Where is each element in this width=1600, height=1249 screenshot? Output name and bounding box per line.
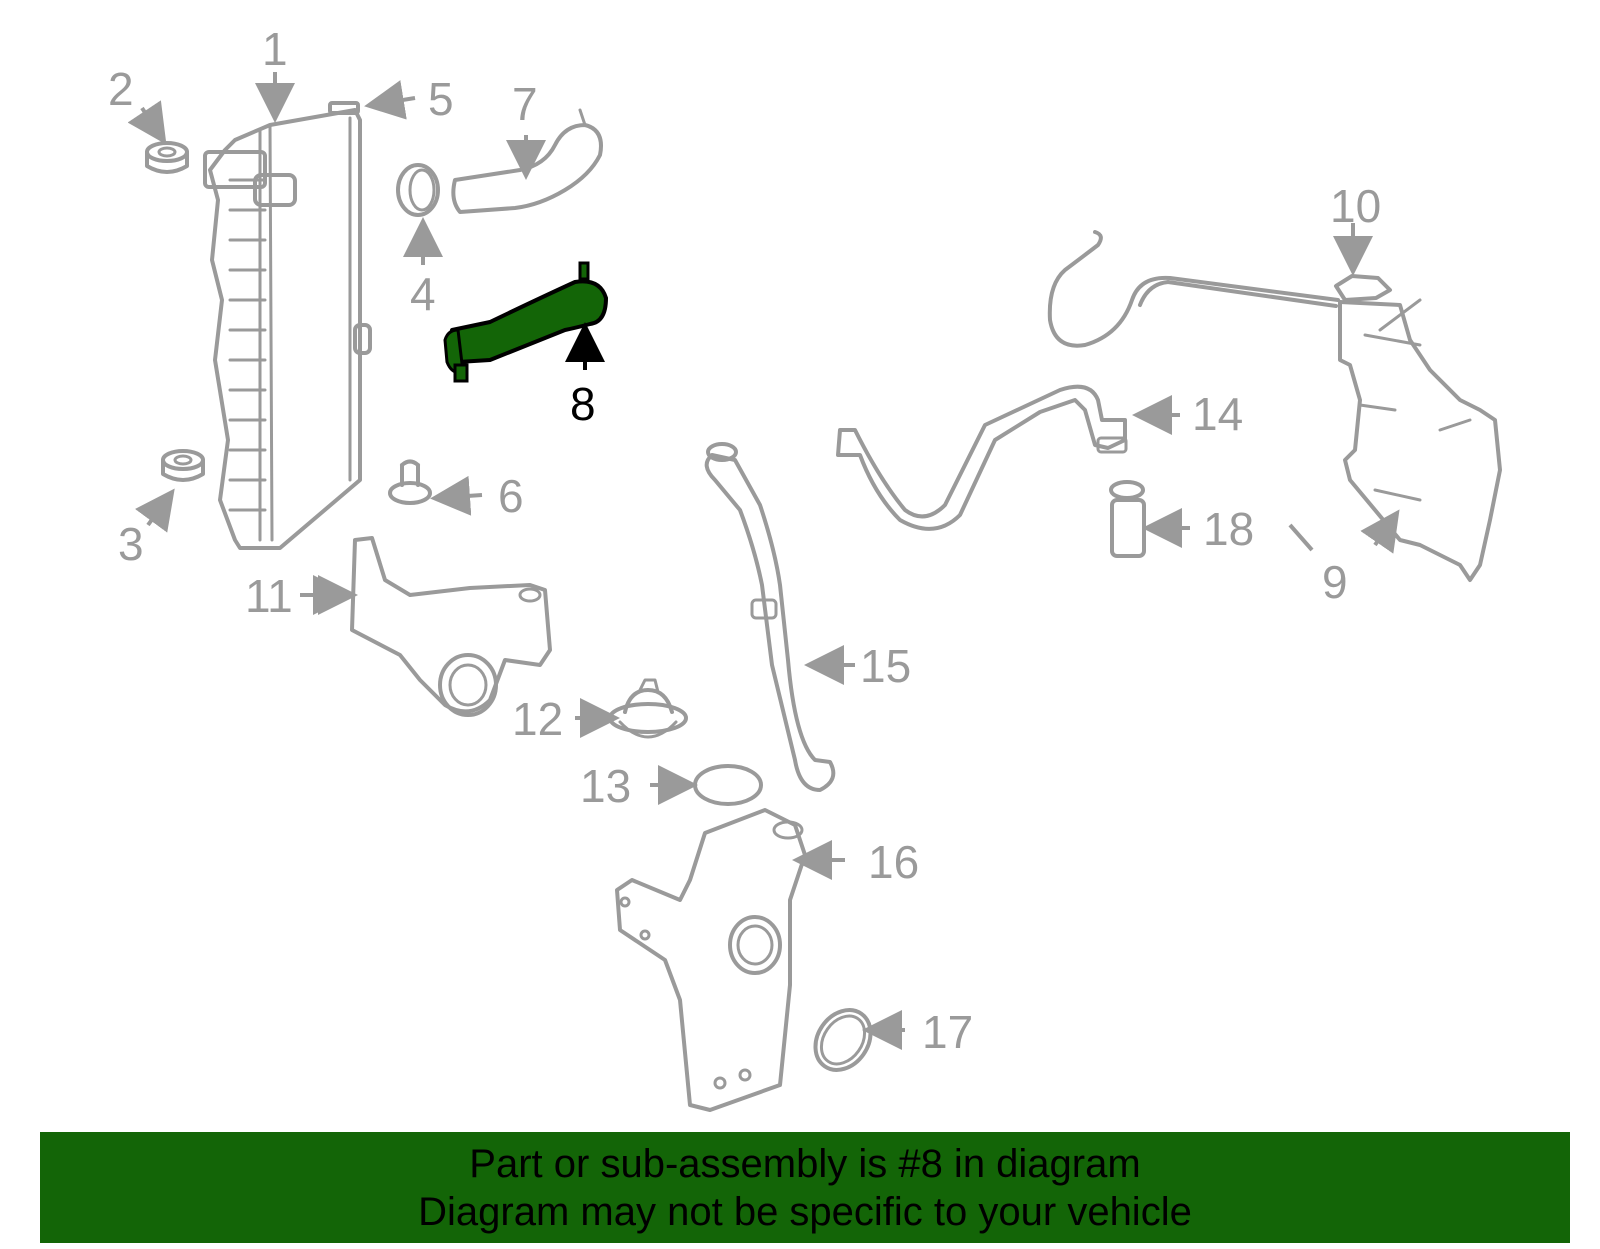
callout-2: 2: [108, 63, 134, 115]
callout-18: 18: [1203, 503, 1254, 555]
o-ring-part-13: [693, 764, 763, 806]
cap-part-10: [1334, 274, 1392, 302]
callout-1: 1: [262, 23, 288, 75]
hose-part-7: [451, 108, 603, 214]
callout-16: 16: [868, 836, 919, 888]
bolt-part-6: [388, 459, 432, 505]
fitting-part-18: [1109, 480, 1146, 558]
pump-housing-part-16: [615, 808, 807, 1112]
tube-part-15: [704, 442, 836, 792]
callout-6: 6: [498, 470, 524, 522]
overflow-hose: [1047, 230, 1340, 348]
isolator-part-2: [145, 141, 189, 174]
callout-11: 11: [245, 570, 293, 622]
callout-3: 3: [118, 518, 144, 570]
hose-part-14: [836, 384, 1128, 531]
radiator-part-1: [203, 108, 372, 550]
bracket-part-5: [328, 101, 360, 115]
banner-part-reference: Part or sub-assembly is #8 in diagram: [469, 1141, 1141, 1186]
reservoir-part-9: [1338, 298, 1502, 582]
callout-14: 14: [1192, 388, 1243, 440]
leader-arrows: [127, 72, 1400, 1050]
callout-labels: 1 2 3 4 5 6 7 8 9 10 11 12 13 14 15 16 1…: [108, 23, 1381, 1058]
hose-part-8-highlighted: [443, 261, 608, 383]
thermostat-part-12: [608, 678, 688, 739]
callout-13: 13: [580, 760, 631, 812]
callout-12: 12: [512, 693, 563, 745]
clamp-part-4: [396, 163, 440, 217]
callout-4: 4: [410, 268, 436, 320]
housing-part-11: [350, 536, 552, 717]
callout-17: 17: [922, 1006, 973, 1058]
seal-part-17: [813, 1008, 873, 1072]
callout-10: 10: [1330, 180, 1381, 232]
callout-15: 15: [860, 640, 911, 692]
callout-8: 8: [570, 378, 596, 430]
isolator-part-3: [161, 449, 205, 482]
banner-disclaimer: Diagram may not be specific to your vehi…: [418, 1189, 1192, 1234]
callout-7: 7: [512, 78, 538, 130]
info-banner: Part or sub-assembly is #8 in diagram Di…: [40, 1132, 1570, 1243]
callout-5: 5: [428, 73, 454, 125]
callout-9: 9: [1322, 556, 1348, 608]
